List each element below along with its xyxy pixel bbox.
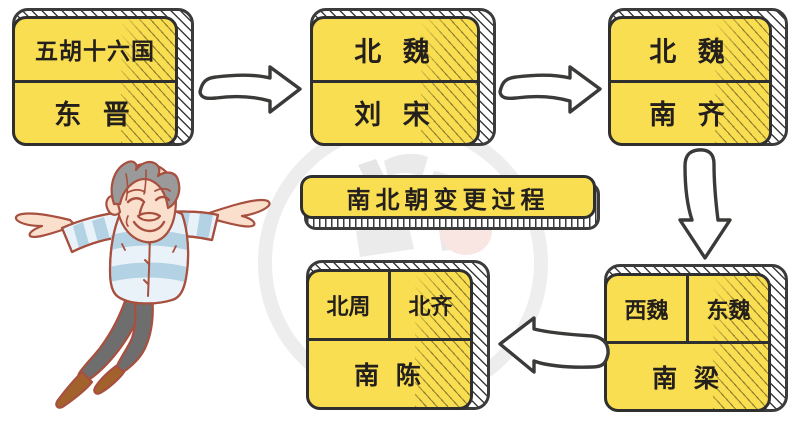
- node-2-label-1: 刘 宋: [354, 100, 436, 132]
- node-beiwei-nanqi[interactable]: 北 魏 南 齐: [608, 8, 788, 146]
- node-1-face: 五胡十六国 东 晋: [12, 16, 178, 146]
- node-5-cell-0: 北周: [309, 272, 388, 338]
- node-4-cell-0: 西魏: [607, 276, 686, 341]
- node-4-label-0: 西魏: [624, 298, 669, 324]
- node-3-cell-0: 北 魏: [611, 19, 769, 80]
- node-3-face: 北 魏 南 齐: [608, 16, 772, 146]
- node-4-label-2: 南 梁: [652, 363, 723, 393]
- node-4-cell-2: 南 梁: [607, 344, 768, 409]
- arrow-node1-to-node2: [198, 65, 302, 114]
- node-beizhou-beiqi-nanchen[interactable]: 北周 北齐 南 陈: [306, 260, 490, 410]
- node-5-label-2: 南 陈: [354, 361, 425, 390]
- node-1-cell-1: 东 晋: [15, 83, 175, 144]
- node-4-row-top: 西魏 东魏: [607, 276, 768, 344]
- node-1-row-top: 五胡十六国: [15, 19, 175, 83]
- node-1-row-bottom: 东 晋: [15, 83, 175, 144]
- node-4-cell-1: 东魏: [686, 276, 768, 341]
- arrow-node4-to-node5: [498, 316, 610, 374]
- node-2-cell-1: 刘 宋: [313, 83, 477, 144]
- node-2-row-top: 北 魏: [313, 19, 477, 83]
- node-4-row-bottom: 南 梁: [607, 344, 768, 409]
- node-2-row-bottom: 刘 宋: [313, 83, 477, 144]
- node-5-label-0: 北周: [326, 295, 371, 320]
- node-2-label-0: 北 魏: [354, 36, 436, 68]
- node-1-label-0: 五胡十六国: [35, 39, 155, 66]
- node-5-face: 北周 北齐 南 陈: [306, 269, 473, 410]
- node-4-label-1: 东魏: [706, 298, 751, 324]
- node-5-cell-2: 南 陈: [309, 341, 470, 407]
- node-xiwei-dongwei-nanliang[interactable]: 西魏 东魏 南 梁: [604, 264, 788, 412]
- node-2-face: 北 魏 刘 宋: [310, 16, 480, 146]
- node-5-cell-1: 北齐: [388, 272, 470, 338]
- node-1-label-1: 东 晋: [54, 100, 136, 132]
- node-3-label-1: 南 齐: [649, 100, 731, 132]
- node-3-row-top: 北 魏: [611, 19, 769, 83]
- node-3-label-0: 北 魏: [649, 36, 731, 68]
- node-4-face: 西魏 东魏 南 梁: [604, 273, 771, 412]
- arrow-node2-to-node3: [498, 65, 602, 114]
- arrow-node3-to-node4: [678, 148, 732, 260]
- jumping-man-illustration: [14, 160, 271, 409]
- node-2-cell-0: 北 魏: [313, 19, 477, 80]
- node-1-cell-0: 五胡十六国: [15, 19, 175, 80]
- node-wuhu-dongjin[interactable]: 五胡十六国 东 晋: [12, 8, 194, 146]
- title-banner: 南北朝变更过程: [300, 175, 600, 230]
- page-title: 南北朝变更过程: [300, 175, 596, 219]
- node-beiwei-liusong[interactable]: 北 魏 刘 宋: [310, 8, 496, 146]
- node-3-row-bottom: 南 齐: [611, 83, 769, 144]
- node-5-row-top: 北周 北齐: [309, 272, 470, 341]
- node-5-row-bottom: 南 陈: [309, 341, 470, 407]
- node-5-label-1: 北齐: [408, 295, 453, 320]
- node-3-cell-1: 南 齐: [611, 83, 769, 144]
